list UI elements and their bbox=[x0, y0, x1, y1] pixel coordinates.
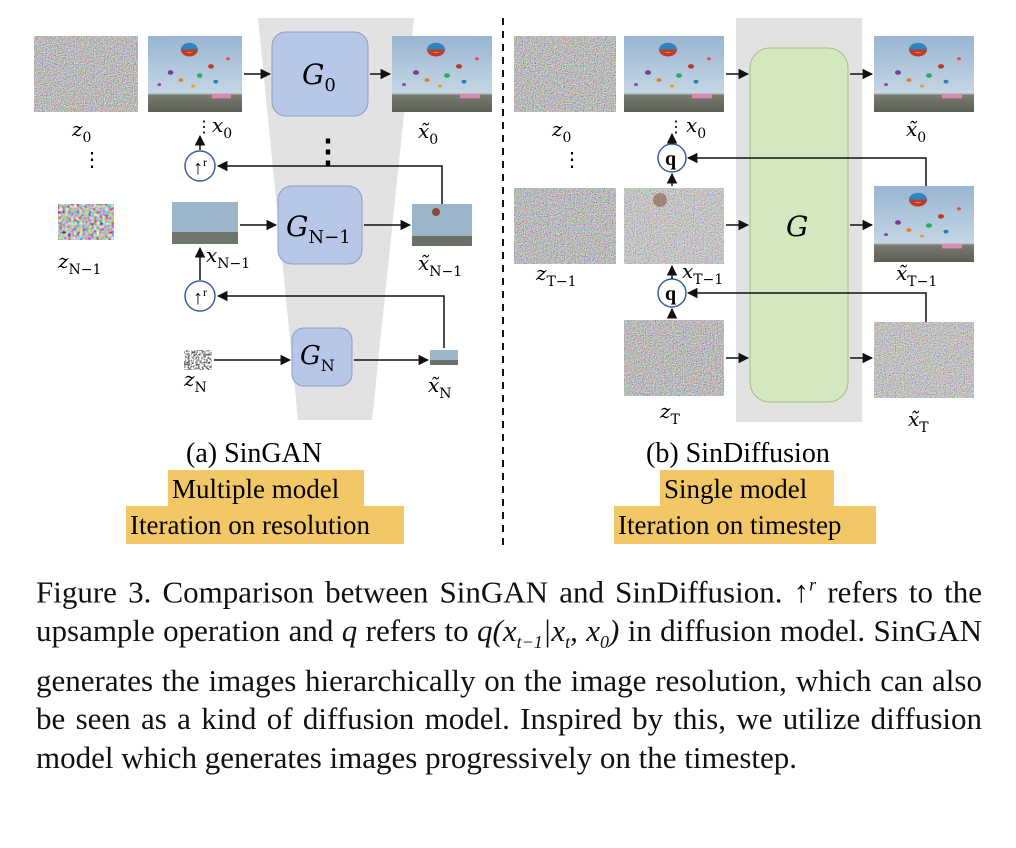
generator-G-label: G bbox=[786, 210, 808, 243]
sd-z0-label: z bbox=[551, 117, 563, 141]
sd-zT-noise-image bbox=[624, 320, 724, 396]
svg-text:⋮: ⋮ bbox=[196, 119, 212, 136]
singan-title: (a) SinGAN bbox=[186, 438, 322, 469]
singan-highlight-1-text: Multiple model bbox=[172, 474, 339, 504]
sd-xT-1-image bbox=[624, 188, 724, 264]
sd-zT-label: z bbox=[659, 399, 671, 423]
sindiffusion-title: (b) SinDiffusion bbox=[646, 438, 830, 469]
singan-highlight-1 bbox=[168, 470, 364, 506]
generator-vdots: ⋮ bbox=[312, 133, 344, 169]
svg-text:x̃N−1: x̃N−1 bbox=[418, 251, 462, 280]
caption-part3: refers to bbox=[365, 612, 469, 648]
sd-z-vdots: ⋮ bbox=[562, 149, 582, 171]
zN-1-noise-image bbox=[58, 204, 114, 240]
sd-xt0-image bbox=[874, 36, 974, 112]
upsample-node-1: ↑r bbox=[184, 150, 216, 182]
caption-part2: refers to the upsample operation and bbox=[36, 574, 983, 648]
sd-xtT-1-image bbox=[874, 186, 974, 262]
svg-text:x̃0: x̃0 bbox=[906, 117, 926, 146]
svg-text:q: q bbox=[665, 283, 676, 305]
caption-q: q bbox=[341, 612, 358, 648]
sd-xt0-label: x̃ bbox=[906, 117, 918, 141]
sd-x0-label: x bbox=[686, 113, 697, 137]
sd-zT-1-noise-image bbox=[514, 188, 616, 264]
svg-text:GN: GN bbox=[300, 341, 335, 375]
figure-caption: Figure 3. Comparison between SinGAN and … bbox=[36, 566, 982, 777]
upsample-node-2: ↑r bbox=[184, 280, 216, 312]
sd-xtT-image bbox=[874, 322, 974, 398]
sd-xtT-label: x̃ bbox=[908, 407, 920, 431]
z0-label: z bbox=[71, 117, 83, 141]
singan-x0-label: x bbox=[212, 113, 223, 137]
sd-highlight-2-text: Iteration on timestep bbox=[618, 510, 841, 540]
sd-highlight-1-text: Single model bbox=[664, 474, 807, 504]
svg-text:xT−1: xT−1 bbox=[682, 259, 723, 288]
svg-text:GN−1: GN−1 bbox=[286, 210, 351, 248]
svg-text:x̃T−1: x̃T−1 bbox=[896, 261, 937, 290]
sindiffusion-panel: G z0 ⋮ zT−1 x0 ⋮ xT−1 zT q q bbox=[514, 18, 974, 544]
q-node-2: q bbox=[657, 278, 687, 308]
caption-figure-label: Figure 3. bbox=[36, 574, 152, 610]
z0-noise-image bbox=[34, 36, 138, 112]
singan-x0-image bbox=[148, 36, 242, 112]
singan-highlight-2 bbox=[126, 506, 404, 544]
generator-G bbox=[749, 47, 849, 403]
caption-arrow: ↑r bbox=[793, 574, 817, 610]
q-node-1: q bbox=[657, 143, 687, 173]
sd-zT-1-label: z bbox=[535, 261, 547, 285]
sd-highlight-2 bbox=[614, 506, 876, 544]
generator-G0: G0 bbox=[271, 31, 369, 117]
svg-text:zT−1: zT−1 bbox=[535, 261, 577, 290]
sd-highlight-1 bbox=[660, 470, 834, 506]
singan-panel: z0 ⋮ zN−1 zN x0 xN−1 ↑r ↑r ⋮ G0 bbox=[34, 18, 492, 544]
sd-x0-image bbox=[624, 36, 724, 112]
caption-part4: in diffusion model. SinGAN generates the… bbox=[36, 612, 983, 775]
svg-text:x0: x0 bbox=[212, 113, 232, 142]
caption-formula: q(xt−1|xt, x0) bbox=[477, 612, 620, 653]
singan-xt0-image bbox=[392, 36, 492, 112]
sd-xtT-1-label: x̃ bbox=[896, 261, 908, 285]
comparison-figure: z0 ⋮ zN−1 zN x0 xN−1 ↑r ↑r ⋮ G0 bbox=[34, 18, 974, 548]
svg-text:⋮: ⋮ bbox=[668, 119, 684, 136]
singan-z-vdots: ⋮ bbox=[82, 149, 102, 171]
singan-xt0-label: x̃ bbox=[418, 119, 430, 143]
zN-label: z bbox=[183, 367, 195, 391]
singan-xN-1-label: x bbox=[206, 243, 217, 267]
singan-highlight-2-text: Iteration on resolution bbox=[130, 510, 370, 540]
svg-text:↑r: ↑r bbox=[193, 155, 207, 179]
svg-text:z0: z0 bbox=[551, 117, 571, 146]
caption-part1: Comparison between SinGAN and SinDiffusi… bbox=[162, 574, 783, 610]
zN-noise-image bbox=[184, 350, 212, 370]
generator-GN-1: GN−1 bbox=[277, 185, 363, 265]
svg-text:x0: x0 bbox=[686, 113, 706, 142]
svg-text:↑r: ↑r bbox=[193, 285, 207, 309]
sd-xT-1-label: x bbox=[682, 259, 693, 283]
svg-text:x̃0: x̃0 bbox=[418, 119, 438, 148]
svg-text:zT: zT bbox=[659, 399, 681, 428]
singan-xtN-label: x̃ bbox=[428, 373, 440, 397]
svg-text:x̃T: x̃T bbox=[908, 407, 929, 436]
svg-text:G0: G0 bbox=[302, 58, 336, 96]
svg-text:zN: zN bbox=[183, 367, 207, 396]
svg-text:xN−1: xN−1 bbox=[206, 243, 250, 272]
singan-xtN-1-label: x̃ bbox=[418, 251, 430, 275]
svg-text:q: q bbox=[665, 148, 676, 170]
zN-1-label: z bbox=[57, 249, 69, 273]
sd-z0-noise-image bbox=[514, 36, 616, 112]
generator-GN: GN bbox=[291, 327, 353, 387]
svg-text:x̃N: x̃N bbox=[428, 373, 452, 402]
svg-text:zN−1: zN−1 bbox=[57, 249, 101, 278]
svg-text:z0: z0 bbox=[71, 117, 91, 146]
